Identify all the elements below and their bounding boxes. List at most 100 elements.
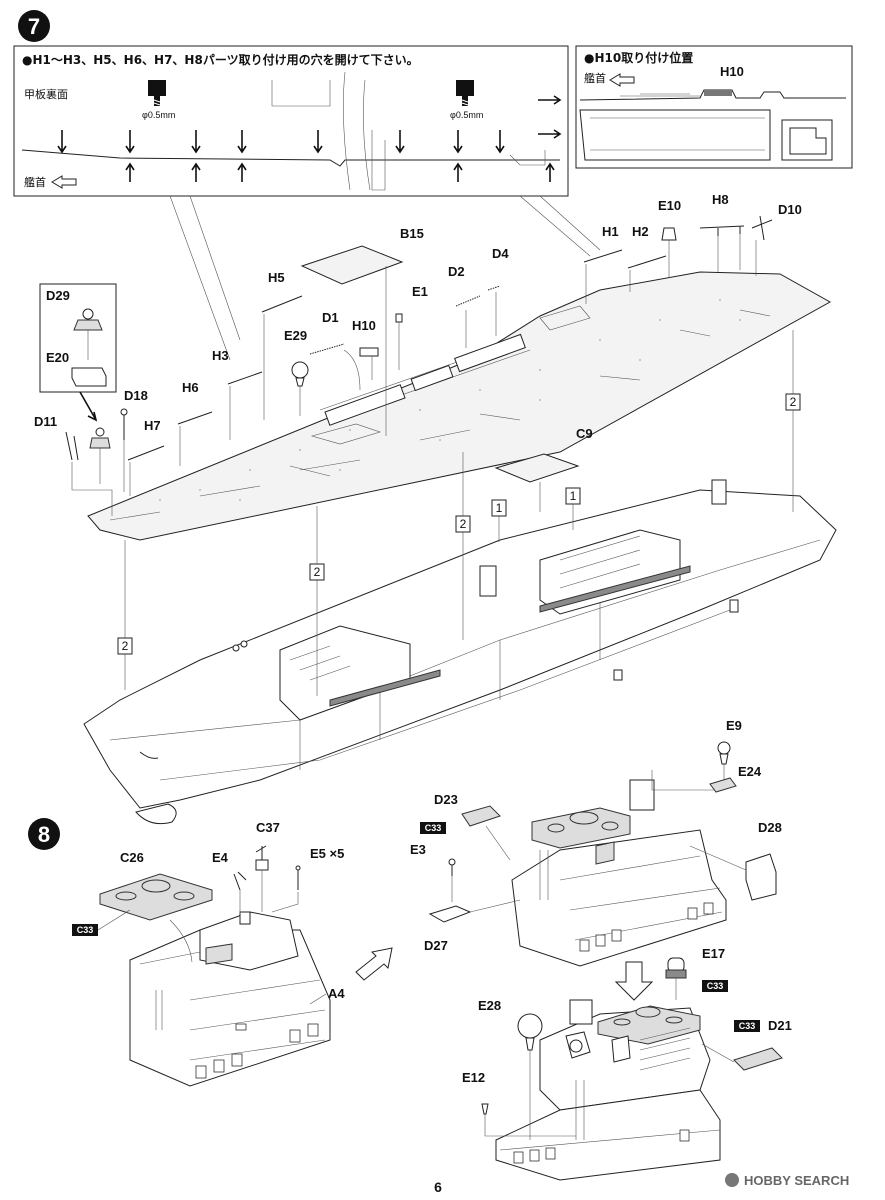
callout-boxes: 1 1 2 2 2 2	[117, 330, 801, 696]
part-h6	[177, 411, 213, 425]
part-h5	[261, 295, 303, 313]
label-h1: H1	[602, 224, 619, 239]
part-d1	[309, 343, 345, 355]
part-c26	[99, 873, 213, 921]
label-e5: E5 ×5	[310, 846, 344, 861]
label-c9: C9	[576, 426, 593, 441]
next-step-arrow-icon	[355, 947, 393, 981]
part-d21	[733, 1047, 783, 1071]
h10-position-box: ●H10取り付け位置 艦首 H10	[575, 45, 853, 169]
label-c26: C26	[120, 850, 144, 865]
label-d23: D23	[434, 792, 458, 807]
label-d21: D21	[768, 1018, 792, 1033]
flight-deck	[87, 271, 832, 541]
part-e9	[717, 741, 731, 755]
label-e29: E29	[284, 328, 307, 343]
callout-2b: 2	[460, 517, 467, 531]
label-e4: E4	[212, 850, 229, 865]
part-h3	[227, 371, 263, 385]
step-8-badge: 8	[28, 818, 60, 850]
part-e3	[448, 858, 456, 866]
tag-c33-d	[734, 1020, 760, 1032]
drill-note: ●H1〜H3、H5、H6、H7、H8パーツ取り付け用の穴を開けて下さい。	[22, 52, 419, 67]
tag-c33-a	[72, 924, 98, 936]
label-e3: E3	[410, 842, 426, 857]
label-c33-c: C33	[707, 981, 724, 991]
hull	[83, 479, 837, 825]
label-e17: E17	[702, 946, 725, 961]
part-e24	[709, 777, 737, 793]
label-h7: H7	[144, 418, 161, 433]
label-d1: D1	[322, 310, 339, 325]
label-c33-d: C33	[739, 1021, 756, 1031]
label-c37: C37	[256, 820, 280, 835]
part-e10	[661, 227, 677, 241]
part-b15	[300, 245, 404, 285]
part-e20	[71, 367, 107, 387]
underside-label: 甲板裏面	[24, 87, 68, 101]
part-e17	[665, 957, 687, 979]
step-7-badge: 7	[18, 10, 50, 42]
part-d2	[455, 295, 481, 307]
part-d10	[751, 215, 773, 241]
island-middle	[511, 770, 727, 967]
label-e28: E28	[478, 998, 501, 1013]
part-c37	[255, 845, 269, 871]
label-b15: B15	[400, 226, 424, 241]
label-e10: E10	[658, 198, 681, 213]
label-d10: D10	[778, 202, 802, 217]
callout-2a: 2	[790, 395, 797, 409]
drill-detail-box: ●H1〜H3、H5、H6、H7、H8パーツ取り付け用の穴を開けて下さい。 甲板裏…	[13, 45, 569, 197]
part-d4	[487, 285, 501, 291]
label-d2: D2	[448, 264, 465, 279]
label-e1: E1	[412, 284, 428, 299]
label-d4: D4	[492, 246, 509, 261]
island-bottom	[495, 999, 721, 1181]
watermark-logo: HOBBY SEARCH	[725, 1173, 849, 1188]
deck-parts: B15 D2 D4 E1 H5 D1 H10 E29 H3 H6	[34, 192, 802, 516]
bow-bulb	[135, 803, 177, 825]
label-h2: H2	[632, 224, 649, 239]
part-d11	[65, 431, 79, 461]
drill-size-2: φ0.5mm	[450, 110, 483, 120]
label-e24: E24	[738, 764, 762, 779]
part-e28	[517, 1013, 543, 1039]
label-a4: A4	[328, 986, 345, 1001]
callout-2d: 2	[122, 639, 129, 653]
label-h10: H10	[352, 318, 376, 333]
part-d27	[428, 905, 472, 923]
label-d18: D18	[124, 388, 148, 403]
tag-c33-c	[702, 980, 728, 992]
drill-icon	[148, 80, 166, 106]
part-e4	[233, 871, 247, 891]
bow-arrow-icon	[51, 175, 77, 189]
callout-1b: 1	[570, 489, 577, 503]
step-7-number: 7	[28, 14, 40, 39]
down-arrow-icon	[614, 961, 654, 1001]
tag-c33-b	[420, 822, 446, 834]
watermark-text: HOBBY SEARCH	[744, 1173, 849, 1188]
drill-size-1: φ0.5mm	[142, 110, 175, 120]
label-c33-a: C33	[77, 925, 94, 935]
bow-label: 艦首	[24, 175, 46, 189]
part-d29	[73, 308, 103, 331]
part-e1	[395, 313, 403, 323]
h10-position-title: ●H10取り付け位置	[584, 50, 693, 65]
hole-arrows	[57, 95, 562, 182]
label-e20: E20	[46, 350, 69, 365]
part-h1	[583, 249, 623, 263]
label-h5: H5	[268, 270, 285, 285]
drill-icon	[456, 80, 474, 106]
page-number: 6	[434, 1179, 442, 1195]
d29-e20-inset	[39, 283, 117, 393]
part-d29-assembled	[89, 427, 111, 449]
callout-2c: 2	[314, 565, 321, 579]
part-d23	[461, 805, 501, 827]
callout-1a: 1	[496, 501, 503, 515]
part-e29	[291, 361, 309, 379]
label-h6: H6	[182, 380, 199, 395]
label-d11: D11	[34, 414, 57, 429]
label-d27: D27	[424, 938, 448, 953]
